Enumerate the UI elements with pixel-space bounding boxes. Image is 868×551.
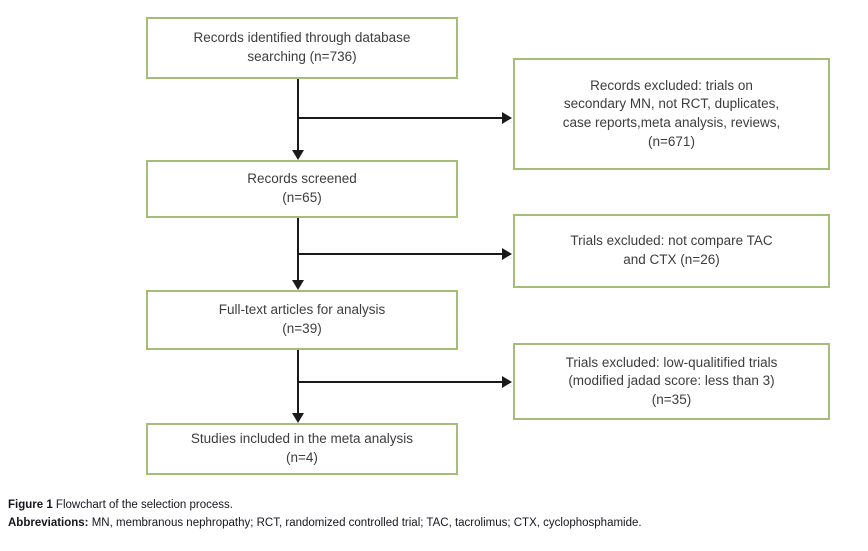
arrow-line — [297, 79, 299, 150]
box-records-excluded: Records excluded: trials on secondary MN… — [513, 58, 830, 170]
arrow-line — [297, 218, 299, 280]
box-trials-excluded-not-compare: Trials excluded: not compare TAC and CTX… — [513, 214, 830, 288]
box-studies-included: Studies included in the meta analysis (n… — [146, 423, 458, 475]
arrow-right-head — [502, 248, 512, 260]
arrow-line — [298, 117, 502, 119]
box-trials-excluded-low-quality: Trials excluded: low-qualitified trials … — [513, 343, 830, 420]
figure-caption: Figure 1 Flowchart of the selection proc… — [8, 497, 848, 533]
caption-line-figure: Figure 1 Flowchart of the selection proc… — [8, 497, 848, 515]
abbreviations-text: MN, membranous nephropathy; RCT, randomi… — [88, 516, 642, 529]
box-fulltext-articles: Full-text articles for analysis (n=39) — [146, 290, 458, 350]
arrow-down-head — [292, 413, 304, 423]
figure-label: Figure 1 — [8, 499, 53, 511]
arrow-right-head — [502, 112, 512, 124]
abbreviations-label: Abbreviations: — [8, 516, 89, 529]
arrow-down-head — [292, 150, 304, 160]
caption-line-abbreviations: Abbreviations: MN, membranous nephropath… — [8, 515, 848, 533]
arrow-down-head — [292, 280, 304, 290]
box-records-identified: Records identified through database sear… — [146, 17, 458, 79]
arrow-line — [298, 381, 502, 383]
arrow-line — [298, 253, 502, 255]
figure-text: Flowchart of the selection process. — [52, 499, 233, 511]
arrow-right-head — [502, 376, 512, 388]
box-records-screened: Records screened (n=65) — [146, 160, 458, 218]
